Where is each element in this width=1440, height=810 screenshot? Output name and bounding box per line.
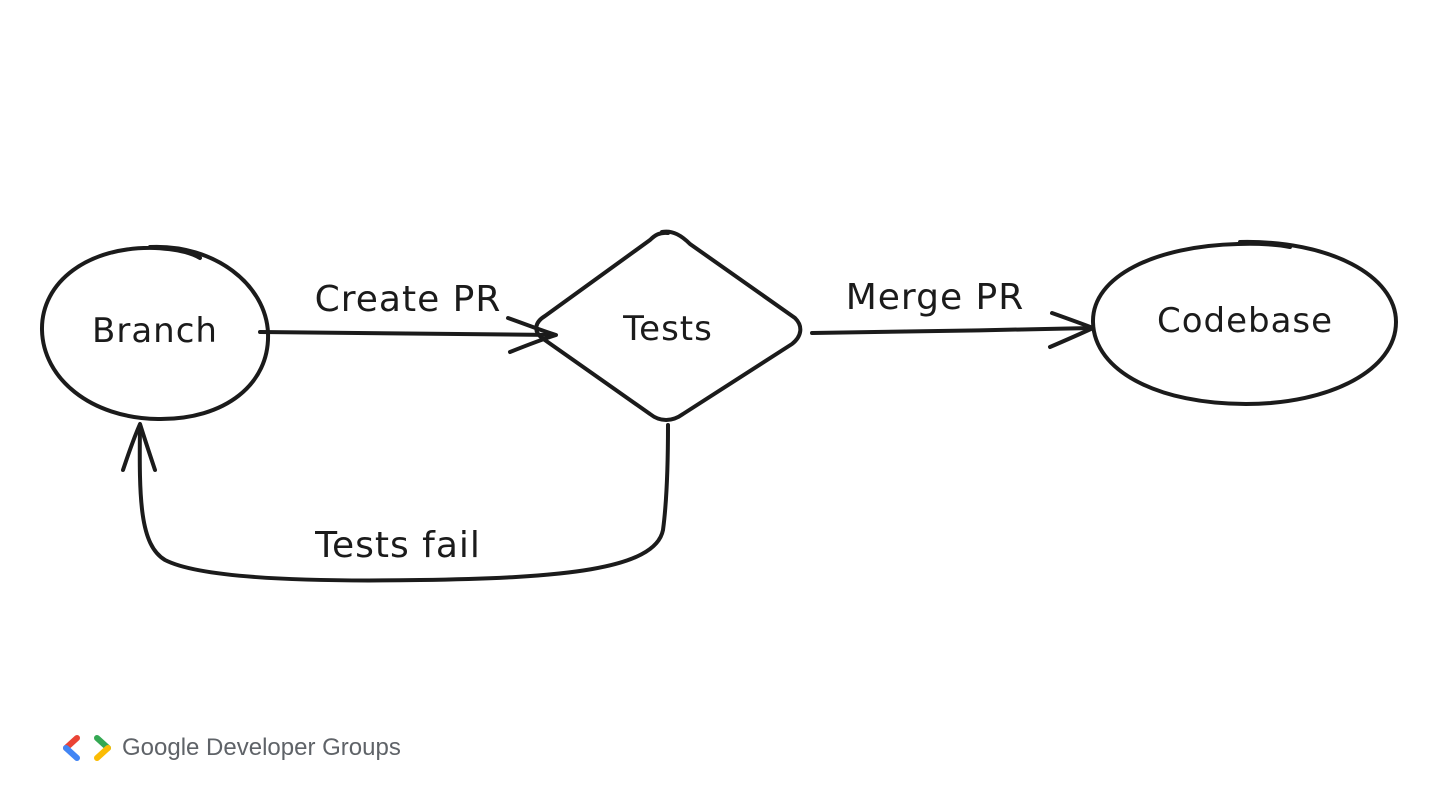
footer-brand: Google Developer Groups: [62, 730, 401, 766]
node-codebase-shape: [1090, 239, 1398, 406]
gdg-logo-icon: [63, 735, 111, 761]
node-branch-label: Branch: [92, 311, 218, 351]
node-tests: Tests: [534, 229, 803, 422]
node-tests-label: Tests: [622, 309, 713, 349]
node-branch-shape: [39, 244, 271, 422]
node-codebase: Codebase: [1090, 239, 1398, 406]
node-branch: Branch: [39, 244, 271, 422]
edge-merge-pr-arrowhead: [1048, 311, 1095, 349]
edge-merge-pr-line: [810, 326, 1094, 335]
node-tests-shape: [534, 229, 803, 422]
footer-brand-text: Google Developer Groups: [122, 734, 401, 761]
edge-tests-fail-label: Tests fail: [314, 525, 481, 566]
edge-create-pr-arrowhead: [506, 316, 558, 354]
edge-create-pr-line: [258, 330, 557, 337]
edge-tests-fail: Tests fail: [121, 422, 670, 583]
edge-merge-pr: Merge PR: [810, 277, 1095, 349]
edge-tests-fail-line: [137, 423, 670, 583]
edge-create-pr-label: Create PR: [315, 279, 502, 320]
edge-tests-fail-arrowhead: [121, 422, 157, 472]
node-codebase-label: Codebase: [1157, 301, 1333, 341]
edge-merge-pr-label: Merge PR: [846, 277, 1025, 318]
edge-create-pr: Create PR: [258, 279, 558, 354]
